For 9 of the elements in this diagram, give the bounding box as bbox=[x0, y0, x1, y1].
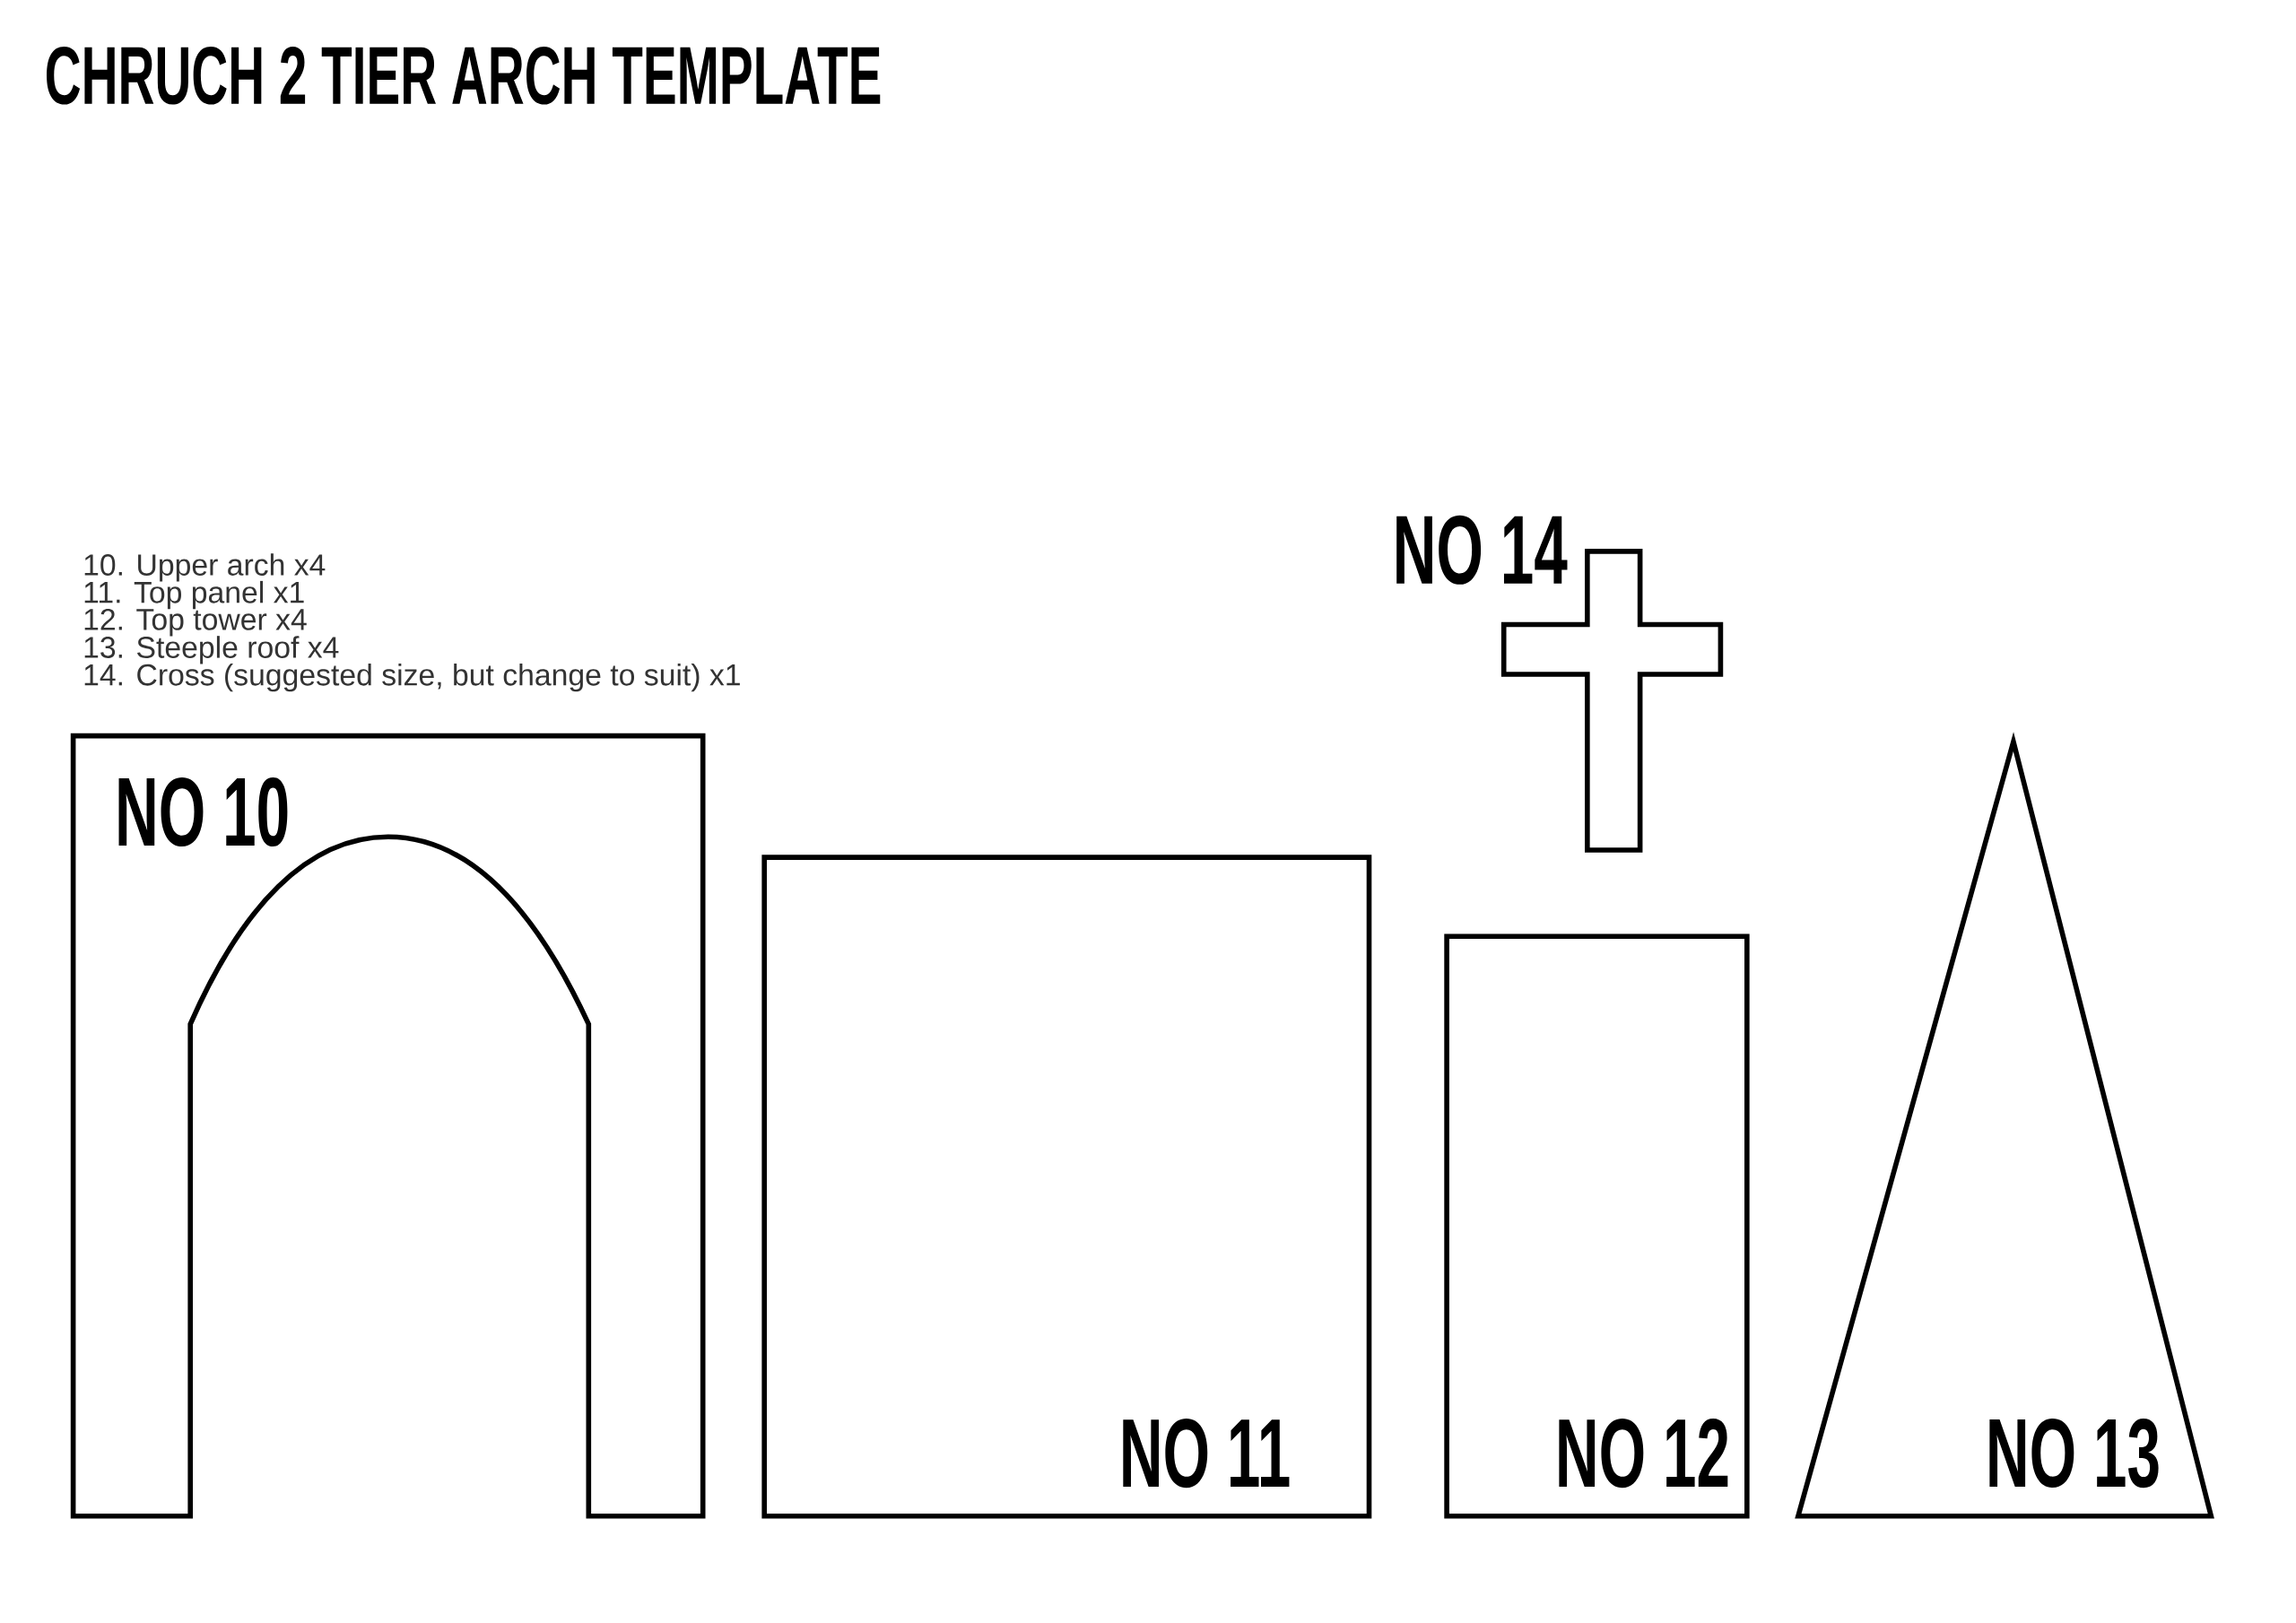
node-label: NO 14 bbox=[1396, 515, 1568, 585]
arch-template: NO 10 bbox=[70, 733, 706, 1519]
tower-template: NO 12 bbox=[1444, 933, 1750, 1519]
list-item: 14. Cross (suggested size, but change to suit) x1 bbox=[84, 663, 740, 692]
list-item: 13. Steeple roof x4 bbox=[84, 636, 339, 664]
title: CHRUCH 2 TIER ARCH TEMPLATE bbox=[47, 46, 881, 105]
list-item: 10. Upper arch x4 bbox=[84, 553, 326, 582]
cross-template: NO 14 bbox=[1396, 515, 1724, 853]
panel-template: NO 11 bbox=[761, 855, 1372, 1519]
